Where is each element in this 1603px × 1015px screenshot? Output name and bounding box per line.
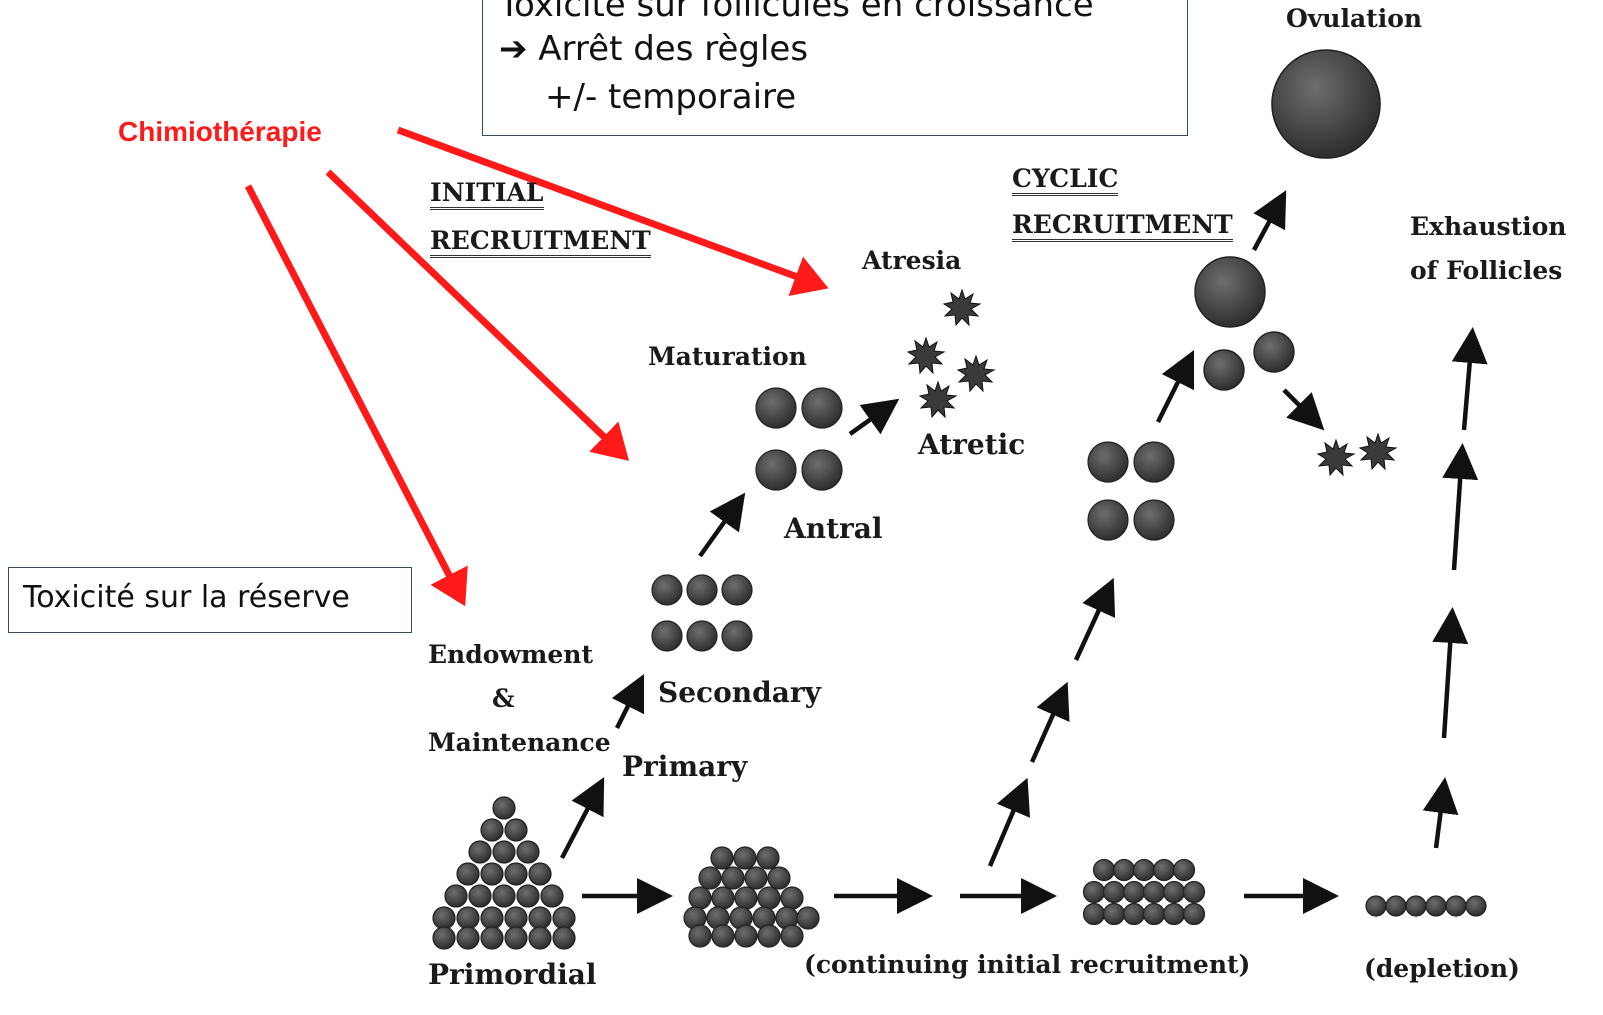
- maturation-label: Maturation: [648, 342, 807, 371]
- atresia-label: Atresia: [862, 246, 962, 275]
- initial-recruitment-line-2: RECRUITMENT: [430, 226, 651, 258]
- initial-recruitment-line-1: INITIAL: [430, 178, 544, 210]
- dominant-follicle-group: [1194, 256, 1295, 391]
- reduced-follicle-pile: [683, 846, 820, 948]
- ovulatory-follicle: [1271, 49, 1381, 159]
- exhaustion-label-line-1: Exhaustion: [1410, 212, 1567, 241]
- secondary-label: Secondary: [658, 676, 821, 709]
- endowment-label-line-1: Endowment: [428, 640, 593, 669]
- antral-follicles: [755, 387, 843, 491]
- cyclic-recruited-follicles: [1087, 441, 1175, 541]
- atretic-follicles: [906, 288, 1398, 477]
- flow-arrows: [560, 190, 1488, 914]
- continuing-recruitment-label: (continuing initial recruitment): [804, 950, 1251, 979]
- callout-line-2: ➔ Arrêt des règles: [499, 29, 809, 69]
- cyclic-recruitment-line-2: RECRUITMENT: [1012, 210, 1233, 242]
- callout-line-1: Toxicité sur follicules en croissance: [499, 0, 1094, 25]
- chemotherapy-arrows: [244, 126, 829, 607]
- exhaustion-label-line-2: of Follicles: [1410, 256, 1563, 285]
- depleted-follicle-row: [1365, 895, 1487, 917]
- reserve-toxicity-callout: Toxicité sur la réserve: [8, 567, 412, 633]
- reserve-toxicity-text: Toxicité sur la réserve: [23, 580, 350, 615]
- primordial-label: Primordial: [428, 958, 597, 991]
- further-reduced-follicle-pile: [1082, 858, 1206, 926]
- endowment-label-line-3: Maintenance: [428, 728, 611, 757]
- primary-label: Primary: [622, 750, 748, 783]
- primordial-follicle-pyramid: [432, 796, 576, 950]
- callout-line-3: +/- temporaire: [545, 77, 797, 117]
- antral-label: Antral: [784, 512, 883, 545]
- ovulation-label: Ovulation: [1286, 4, 1423, 33]
- cyclic-recruitment-line-1: CYCLIC: [1012, 164, 1119, 196]
- growing-follicle-toxicity-callout: Toxicité sur follicules en croissance ➔ …: [482, 0, 1188, 136]
- chemotherapy-label: Chimiothérapie: [118, 116, 322, 147]
- secondary-follicles: [651, 574, 753, 652]
- endowment-label-line-2: &: [492, 684, 515, 713]
- atretic-label: Atretic: [918, 428, 1026, 461]
- depletion-label: (depletion): [1364, 954, 1520, 983]
